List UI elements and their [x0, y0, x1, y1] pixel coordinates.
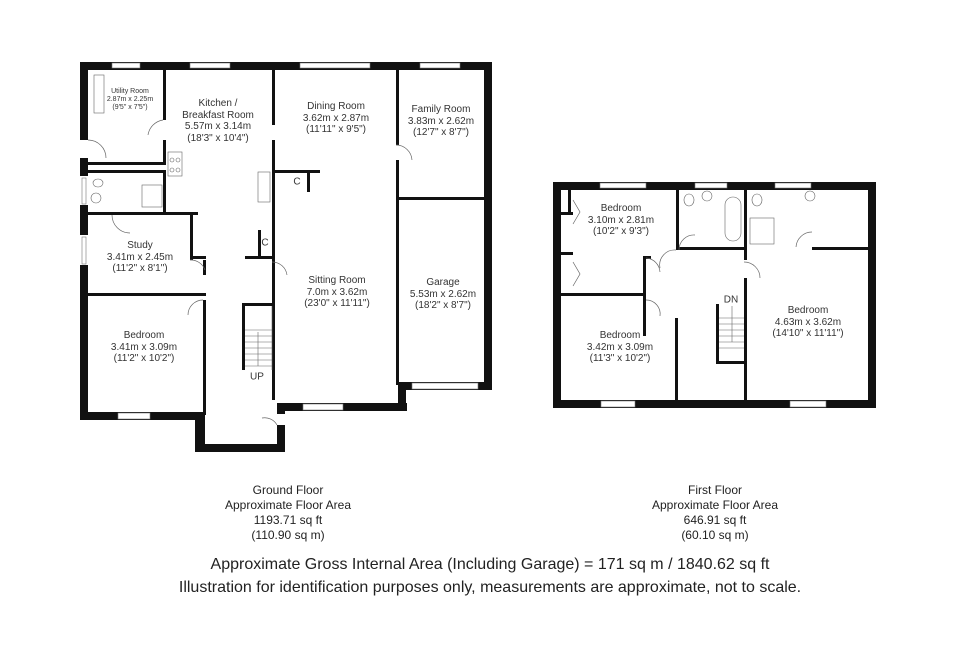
room-bedroom-first-2: Bedroom 3.42m x 3.09m (11'3" x 10'2") — [586, 330, 654, 364]
room-sitting: Sitting Room 7.0m x 3.62m (23'0" x 11'11… — [304, 275, 370, 309]
first-floor-windows — [599, 182, 827, 408]
cupboard-label-1: C — [293, 176, 301, 188]
ground-door-swings — [87, 119, 413, 426]
stairs-down-label: DN — [723, 294, 739, 306]
cupboard-label-2: C — [261, 237, 269, 249]
room-bedroom-first-1: Bedroom 3.10m x 2.81m (10'2" x 9'3") — [587, 203, 655, 237]
stairs-up-label: UP — [250, 371, 264, 383]
room-garage: Garage 5.53m x 2.62m (18'2" x 8'7") — [409, 277, 477, 311]
first-door-swings — [572, 199, 813, 317]
room-utility: Utility Room 2.87m x 2.25m (9'5" x 7'5") — [106, 88, 154, 112]
ground-floor-caption: Ground Floor Approximate Floor Area 1193… — [224, 483, 352, 542]
ground-stairs-lines — [245, 306, 273, 370]
room-kitchen: Kitchen / Breakfast Room 5.57m x 3.14m (… — [182, 98, 254, 144]
room-bedroom-first-3: Bedroom 4.63m x 3.62m (14'10" x 11'11") — [772, 305, 844, 339]
disclaimer-text: Illustration for identification purposes… — [178, 579, 802, 596]
first-floor-caption: First Floor Approximate Floor Area 646.9… — [651, 483, 779, 542]
ground-floor-windows — [81, 62, 479, 420]
room-study: Study 3.41m x 2.45m (11'2" x 8'1") — [106, 240, 174, 274]
ground-fixtures — [90, 74, 271, 208]
first-stairs-lines — [719, 306, 744, 349]
first-fixtures — [683, 190, 816, 245]
room-family: Family Room 3.83m x 2.62m (12'7" x 8'7") — [407, 104, 475, 138]
gross-area-text: Approximate Gross Internal Area (Includi… — [210, 556, 770, 573]
room-dining: Dining Room 3.62m x 2.87m (11'11" x 9'5"… — [302, 101, 370, 135]
room-bedroom-ground: Bedroom 3.41m x 3.09m (11'2" x 10'2") — [110, 330, 178, 364]
